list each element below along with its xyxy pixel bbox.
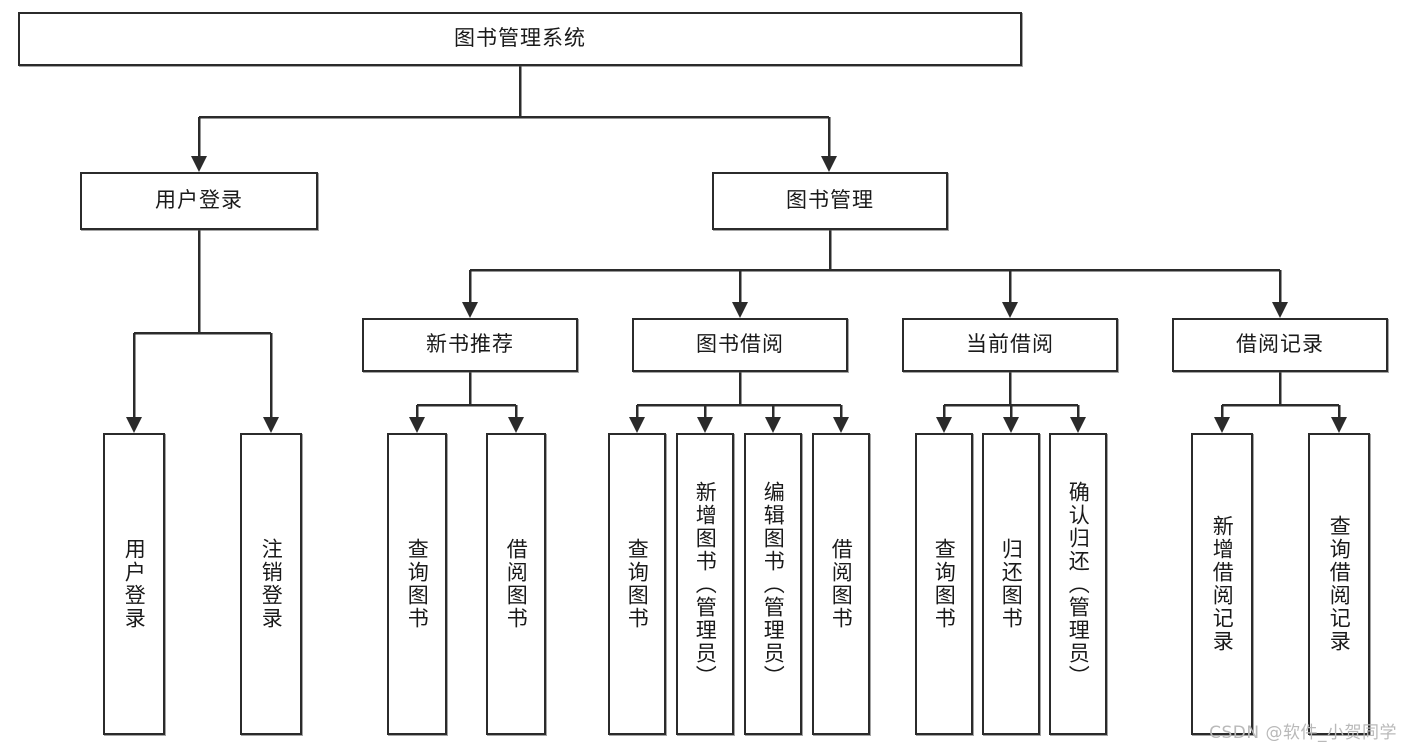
node-borrow-record-label: 借阅记录 bbox=[1236, 332, 1324, 357]
leaf-user-login[interactable]: 用户登录 bbox=[103, 433, 165, 735]
leaf-borrow-book-label: 借阅图书 bbox=[829, 538, 854, 630]
node-user-login-label: 用户登录 bbox=[155, 188, 243, 213]
node-new-book-recommend[interactable]: 新书推荐 bbox=[362, 318, 578, 372]
leaf-borrow-book-recommend-label: 借阅图书 bbox=[504, 538, 529, 630]
leaf-add-borrow-record-label: 新增借阅记录 bbox=[1210, 515, 1235, 653]
leaf-borrow-book[interactable]: 借阅图书 bbox=[812, 433, 870, 735]
node-root[interactable]: 图书管理系统 bbox=[18, 12, 1022, 66]
leaf-edit-book-admin-label: 编辑图书（管理员） bbox=[761, 480, 786, 688]
node-new-book-recommend-label: 新书推荐 bbox=[426, 332, 514, 357]
leaf-add-book-admin-label: 新增图书（管理员） bbox=[693, 480, 718, 688]
leaf-edit-book-admin[interactable]: 编辑图书（管理员） bbox=[744, 433, 802, 735]
leaf-add-book-admin[interactable]: 新增图书（管理员） bbox=[676, 433, 734, 735]
leaf-logout-login[interactable]: 注销登录 bbox=[240, 433, 302, 735]
leaf-query-book-current[interactable]: 查询图书 bbox=[915, 433, 973, 735]
node-root-label: 图书管理系统 bbox=[454, 26, 586, 51]
watermark: CSDN @软件_小贺同学 bbox=[1209, 723, 1397, 743]
leaf-return-book[interactable]: 归还图书 bbox=[982, 433, 1040, 735]
node-current-borrow-label: 当前借阅 bbox=[966, 332, 1054, 357]
leaf-query-borrow-record[interactable]: 查询借阅记录 bbox=[1308, 433, 1370, 735]
node-book-management-label: 图书管理 bbox=[786, 188, 874, 213]
node-book-borrow-label: 图书借阅 bbox=[696, 332, 784, 357]
leaf-query-book-borrow[interactable]: 查询图书 bbox=[608, 433, 666, 735]
leaf-confirm-return-admin[interactable]: 确认归还（管理员） bbox=[1049, 433, 1107, 735]
leaf-borrow-book-recommend[interactable]: 借阅图书 bbox=[486, 433, 546, 735]
leaf-user-login-label: 用户登录 bbox=[122, 538, 147, 630]
node-book-borrow[interactable]: 图书借阅 bbox=[632, 318, 848, 372]
leaf-return-book-label: 归还图书 bbox=[999, 538, 1024, 630]
leaf-query-book-current-label: 查询图书 bbox=[932, 538, 957, 630]
node-book-management[interactable]: 图书管理 bbox=[712, 172, 948, 230]
leaf-logout-login-label: 注销登录 bbox=[259, 538, 284, 630]
leaf-query-book-recommend-label: 查询图书 bbox=[405, 538, 430, 630]
leaf-query-book-borrow-label: 查询图书 bbox=[625, 538, 650, 630]
leaf-query-book-recommend[interactable]: 查询图书 bbox=[387, 433, 447, 735]
leaf-query-borrow-record-label: 查询借阅记录 bbox=[1327, 515, 1352, 653]
leaf-confirm-return-admin-label: 确认归还（管理员） bbox=[1066, 480, 1091, 688]
leaf-add-borrow-record[interactable]: 新增借阅记录 bbox=[1191, 433, 1253, 735]
node-current-borrow[interactable]: 当前借阅 bbox=[902, 318, 1118, 372]
node-borrow-record[interactable]: 借阅记录 bbox=[1172, 318, 1388, 372]
node-user-login[interactable]: 用户登录 bbox=[80, 172, 318, 230]
